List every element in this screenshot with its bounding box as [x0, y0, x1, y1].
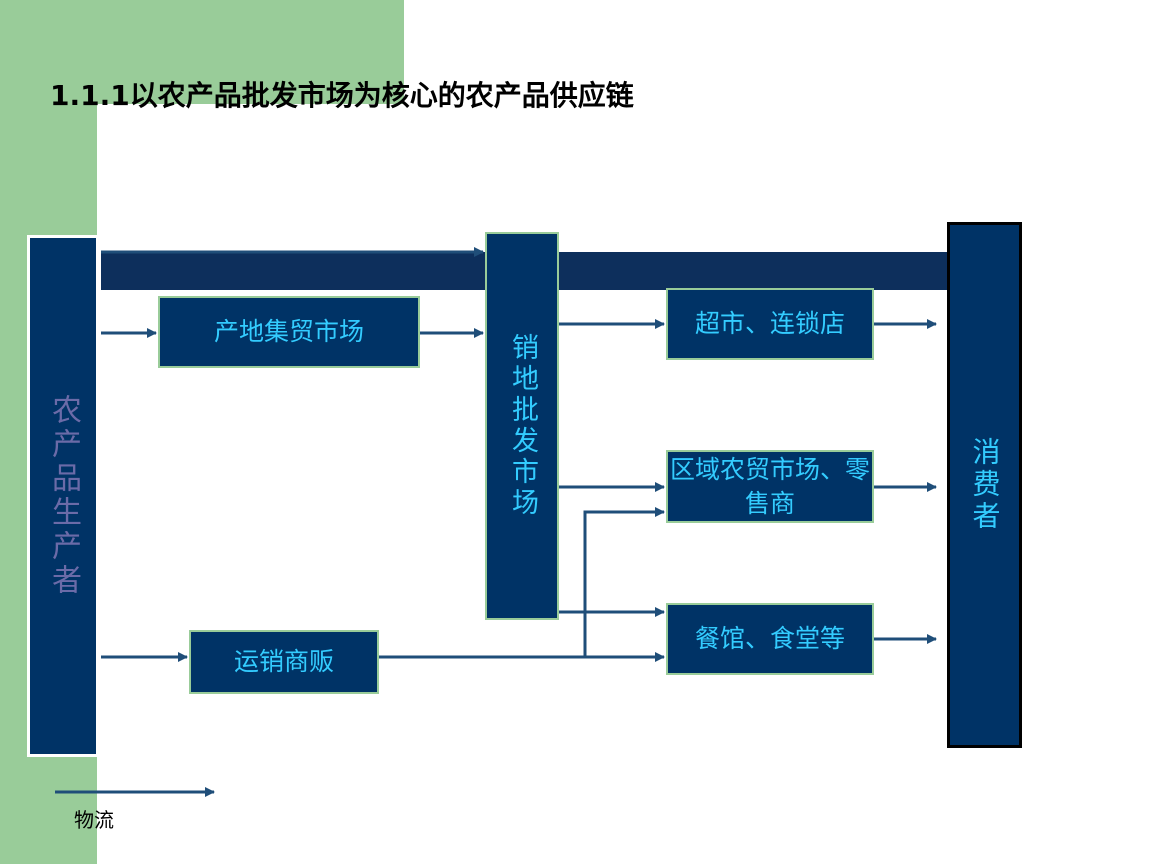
- node-producer: 农产品生产者: [27, 235, 99, 757]
- node-rural-market-label: 产地集贸市场: [213, 317, 364, 346]
- node-producer-label: 农产品生产者: [46, 394, 81, 598]
- node-rural-market: 产地集贸市场: [158, 296, 420, 368]
- node-consumer: 消费者: [947, 222, 1022, 748]
- node-wholesale-market: 销地批发市场: [485, 232, 559, 620]
- node-restaurant: 餐馆、食堂等: [666, 603, 874, 675]
- node-supermarket: 超市、连锁店: [666, 288, 874, 360]
- node-restaurant-label: 餐馆、食堂等: [694, 624, 845, 653]
- node-supermarket-label: 超市、连锁店: [694, 309, 845, 338]
- node-wholesale-market-label: 销地批发市场: [507, 333, 538, 519]
- arrow-vendor-to-regional: [583, 507, 665, 657]
- node-vendor-label: 运销商贩: [233, 647, 334, 676]
- node-vendor: 运销商贩: [189, 630, 379, 694]
- node-regional-market: 区域农贸市场、零售商: [666, 450, 874, 523]
- node-consumer-label: 消费者: [968, 437, 1002, 533]
- node-regional-market-label: 区域农贸市场、零售商: [669, 454, 870, 518]
- legend-label: 物流: [74, 808, 114, 832]
- slide-title: 1.1.1以农产品批发市场为核心的农产品供应链: [50, 79, 634, 112]
